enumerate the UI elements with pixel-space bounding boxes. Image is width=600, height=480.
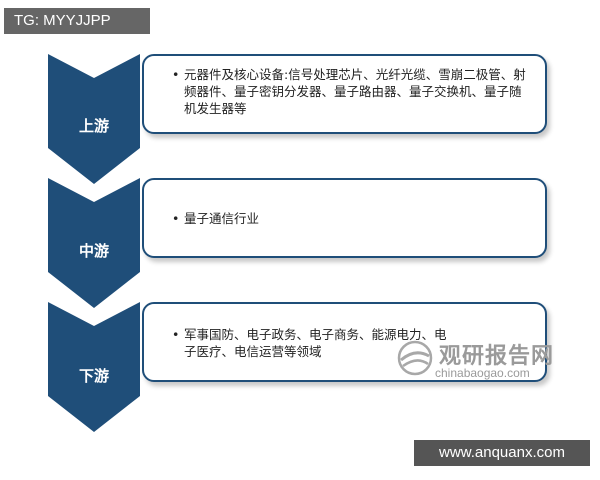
midstream-chevron-icon	[48, 178, 140, 308]
midstream-label: 中游	[78, 242, 109, 260]
downstream-box: • 军事国防、电子政务、电子商务、能源电力、电子医疗、电信运营等领域	[142, 302, 547, 382]
tg-badge: TG: MYYJJPP	[4, 8, 150, 34]
upstream-text: 元器件及核心设备:信号处理芯片、光纤光缆、雪崩二极管、射频器件、量子密钥分发器、…	[184, 67, 526, 116]
footer-badge: www.anquanx.com	[414, 440, 590, 466]
upstream-label: 上游	[78, 117, 109, 135]
watermark: 观研报告网 chinabaogao.com	[395, 336, 565, 386]
upstream-chevron-icon	[48, 54, 140, 184]
downstream-text: 军事国防、电子政务、电子商务、能源电力、电子医疗、电信运营等领域	[184, 327, 447, 359]
bullet-mark: •	[172, 211, 180, 226]
upstream-box: • 元器件及核心设备:信号处理芯片、光纤光缆、雪崩二极管、射频器件、量子密钥分发…	[142, 54, 547, 134]
watermark-url: chinabaogao.com	[435, 366, 530, 380]
downstream-content: • 军事国防、电子政务、电子商务、能源电力、电子医疗、电信运营等领域	[172, 326, 455, 360]
bullet-mark: •	[172, 327, 180, 342]
midstream-text: 量子通信行业	[184, 211, 260, 226]
bullet-mark: •	[172, 67, 180, 82]
midstream-content: • 量子通信行业	[172, 210, 527, 227]
upstream-content: • 元器件及核心设备:信号处理芯片、光纤光缆、雪崩二极管、射频器件、量子密钥分发…	[172, 66, 527, 117]
globe-logo-icon	[397, 340, 433, 376]
watermark-title: 观研报告网	[439, 344, 555, 369]
downstream-label: 下游	[78, 367, 109, 385]
downstream-chevron-icon	[48, 302, 140, 432]
midstream-box: • 量子通信行业	[142, 178, 547, 258]
